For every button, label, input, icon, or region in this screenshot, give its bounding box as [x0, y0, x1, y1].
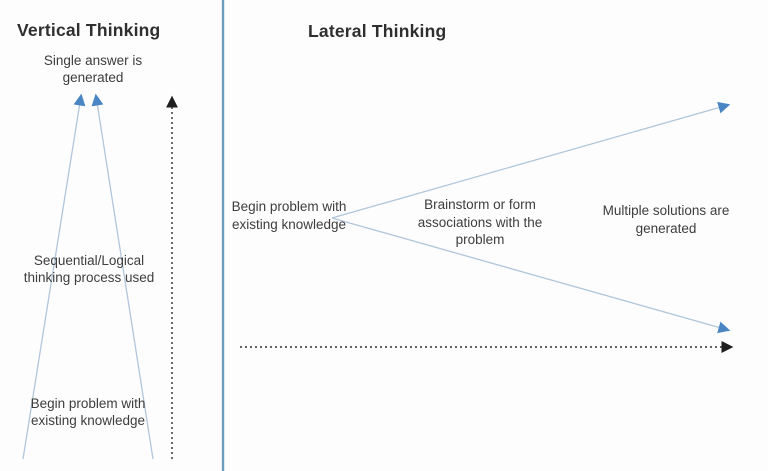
vertical-label-single-answer: Single answer is generated — [43, 53, 143, 85]
vertical-converging-arrow-left — [22, 93, 86, 460]
lateral-label-begin-problem: Begin problem with existing knowledge — [231, 199, 347, 232]
vertical-converging-arrow-right — [91, 93, 154, 460]
lateral-diverging-arrow-down — [331, 217, 731, 334]
lateral-label-brainstorm: Brainstorm or form associations with the… — [417, 197, 543, 247]
vertical-label-sequential-process: Sequential/Logical thinking process used — [23, 253, 155, 285]
lateral-diverging-arrow-up — [331, 101, 731, 219]
vertical-thinking-title: Vertical Thinking — [17, 20, 161, 40]
vertical-label-begin-problem: Begin problem with existing knowledge — [30, 396, 146, 428]
lateral-label-multiple-solutions: Multiple solutions are generated — [602, 203, 730, 236]
lateral-thinking-title: Lateral Thinking — [308, 21, 447, 41]
